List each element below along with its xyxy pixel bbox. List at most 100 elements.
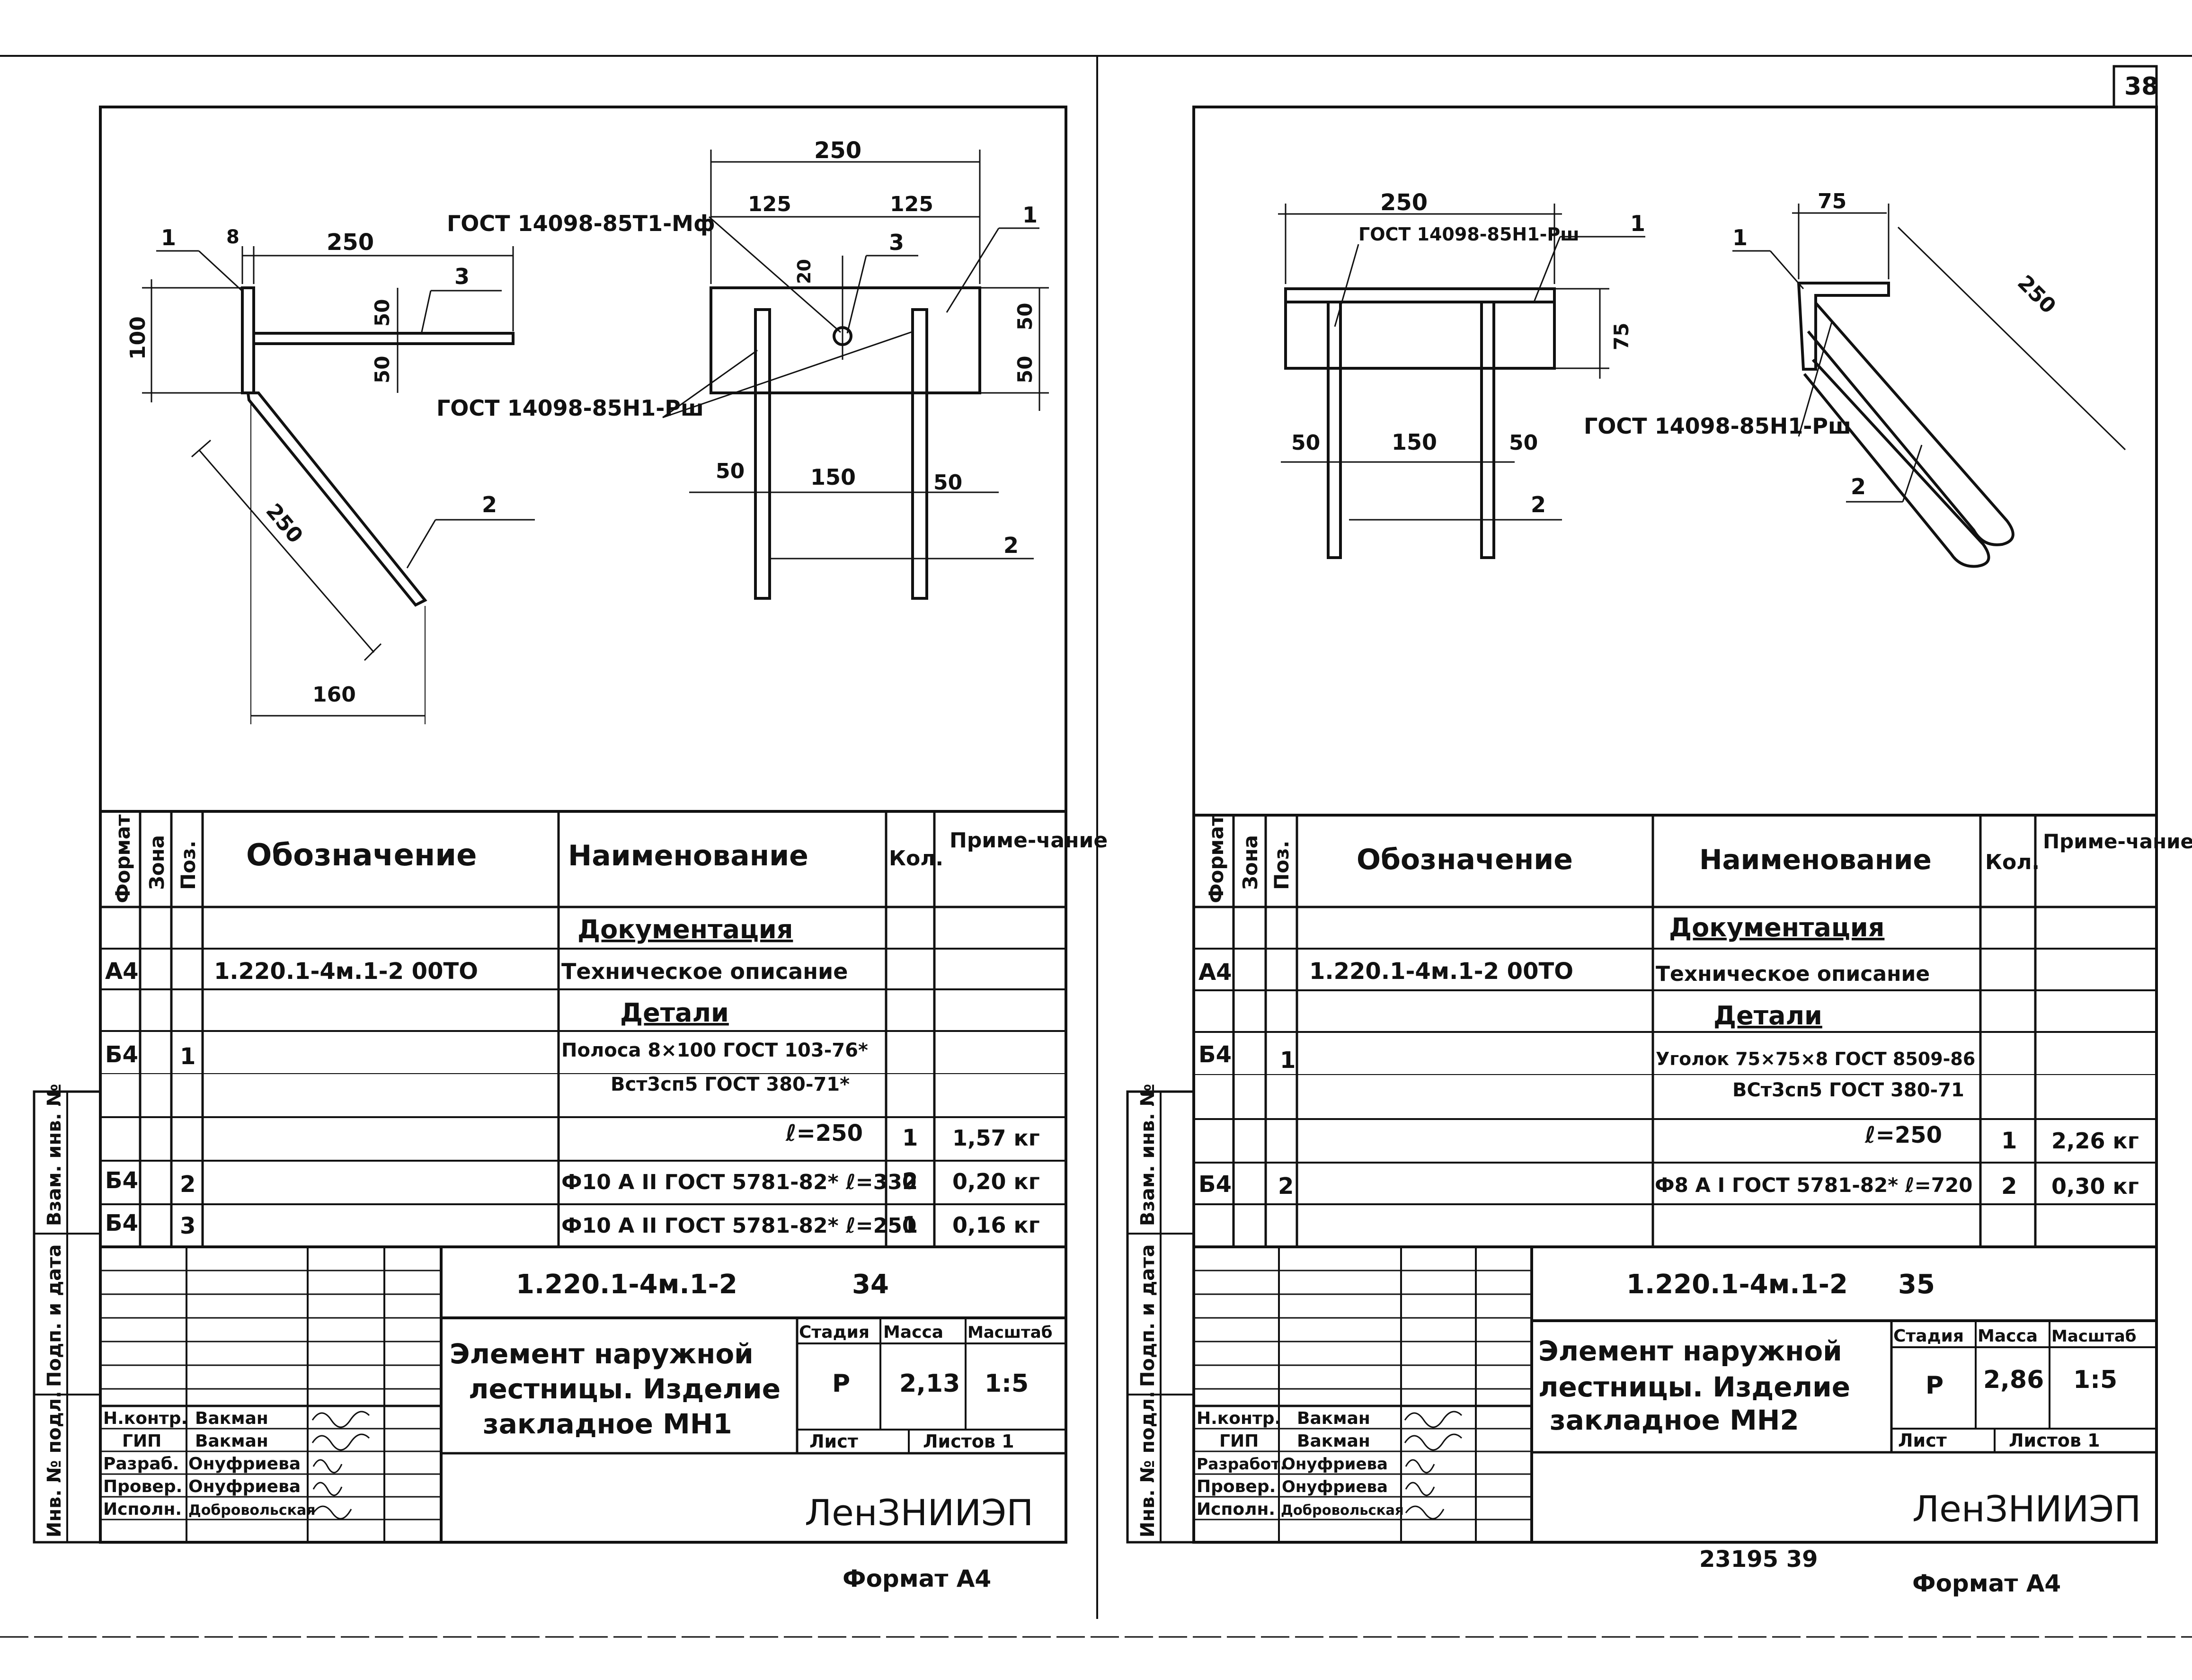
row4-note: 0,30 кг	[2051, 1173, 2139, 1199]
scale-label: Масштаб	[2051, 1327, 2136, 1346]
doc-code: 1.220.1-4м.1-2	[1626, 1269, 1848, 1300]
weld-note-top: ГОСТ 14098-85Н1-Рш	[1358, 224, 1580, 245]
weld-note-top: ГОСТ 14098-85Т1-Мф	[447, 211, 715, 236]
row4-qty: 2	[2001, 1173, 2017, 1200]
signature	[1404, 1433, 1463, 1451]
signature	[311, 1433, 370, 1451]
staff2-role: Разраб.	[103, 1454, 179, 1474]
sec-details: Детали	[1713, 1001, 1822, 1031]
hdr-pos: Поз.	[177, 841, 200, 890]
dim-8: 8	[226, 226, 240, 248]
weld-note-bottom: ГОСТ 14098-85Н1-Рш	[436, 395, 704, 421]
row5-qty: 1	[902, 1212, 918, 1238]
callout-1-front: 1	[1022, 202, 1038, 228]
angle-section	[1797, 282, 1890, 371]
staff2-name: Онуфриева	[188, 1454, 301, 1474]
dim-125b: 125	[890, 192, 933, 216]
stage-value: Р	[832, 1369, 850, 1398]
org-name: ЛенЗНИИЭП	[805, 1492, 1033, 1534]
bar-loop	[1807, 302, 2015, 546]
row0-designation: 1.220.1-4м.1-2 00ТО	[214, 958, 478, 985]
dim-50-bot-a: 50	[716, 459, 745, 483]
title-line-1: Элемент наружной	[1538, 1335, 1842, 1367]
doc-sheet: 35	[1898, 1269, 1935, 1300]
hdr-qty: Кол.	[889, 846, 943, 871]
bar-pos3	[252, 332, 515, 345]
row1-format: Б4	[105, 1041, 138, 1068]
signature	[1405, 1505, 1445, 1520]
signature	[312, 1459, 343, 1474]
side-label-inv: Инв. № подл.	[1137, 1391, 1159, 1538]
row2-name: ВСт3сп5 ГОСТ 380-71	[1732, 1079, 1964, 1101]
left-sheet: Инв. № подл. Подп. и дата Взам. инв. № 1…	[33, 106, 1108, 1592]
dim-50-b: 50	[1509, 431, 1538, 455]
row4-name: Ф10 А II ГОСТ 5781-82* ℓ=330	[561, 1170, 916, 1194]
lists-label: Листов 1	[2009, 1430, 2100, 1451]
staff1-role: ГИП	[1219, 1431, 1259, 1451]
right-front-view: 250 75 50 150 50 2 1 ГОСТ 14098-85Н1-Рш	[1278, 189, 1645, 559]
hdr-zone: Зона	[145, 835, 169, 890]
org-name: ЛенЗНИИЭП	[1912, 1488, 2141, 1530]
doc-sheet: 34	[852, 1269, 889, 1300]
signature	[312, 1505, 352, 1520]
side-label-inv: Инв. № подл.	[44, 1391, 65, 1538]
hdr-qty: Кол.	[1985, 850, 2040, 874]
row0-format: А4	[1198, 959, 1232, 986]
list-label: Лист	[809, 1431, 858, 1452]
row1-pos: 1	[1280, 1047, 1296, 1074]
sheet-number-box	[2112, 65, 2158, 108]
staff3-name: Онуфриева	[188, 1477, 301, 1496]
hdr-format: Формат	[1205, 814, 1228, 903]
signature	[312, 1482, 343, 1496]
row3-name: ℓ=250	[785, 1120, 863, 1147]
angle-flange	[1284, 287, 1556, 303]
sheet-number: 38	[2124, 72, 2158, 101]
hdr-note: Приме-чание	[2043, 830, 2192, 853]
staff0-name: Вакман	[1297, 1409, 1370, 1428]
bar-loop-2	[1803, 358, 1990, 568]
staff4-name: Добровольская	[1281, 1502, 1404, 1518]
hdr-zone: Зона	[1239, 835, 1262, 890]
bar-pos2	[246, 391, 427, 607]
staff0-role: Н.контр.	[103, 1409, 187, 1428]
title-line-2: лестницы. Изделие	[1538, 1371, 1850, 1403]
dim-75-side: 75	[1818, 189, 1846, 213]
hdr-name: Наименование	[568, 839, 808, 872]
left-front-view: 250 125 125 20 50 50 50 150 50 1 3 2	[436, 137, 1049, 600]
dim-50-a: 50	[1291, 431, 1320, 455]
signature	[1404, 1411, 1463, 1428]
signature	[311, 1411, 370, 1428]
callout-2-side: 2	[1851, 474, 1866, 499]
staff0-role: Н.контр.	[1197, 1409, 1281, 1428]
staff4-role: Исполн.	[103, 1500, 182, 1519]
callout-1-side: 1	[161, 225, 176, 250]
row1-format: Б4	[1198, 1041, 1232, 1068]
plate-pos1	[241, 286, 255, 394]
dim-250-diag: 250	[261, 499, 308, 548]
callout-2-front: 2	[1003, 533, 1019, 558]
staff1-name: Вакман	[195, 1431, 268, 1451]
stage-label: Стадия	[799, 1323, 870, 1342]
staff4-role: Исполн.	[1197, 1500, 1275, 1519]
bar-front-right	[911, 308, 928, 600]
right-title-block: Н.контр. Вакман ГИП Вакман Разработ. Ону…	[1192, 1245, 2158, 1544]
hdr-note: Приме-чание	[950, 828, 1108, 853]
staff2-role: Разработ.	[1197, 1455, 1286, 1473]
signature	[1405, 1482, 1435, 1496]
row0-designation: 1.220.1-4м.1-2 00ТО	[1309, 958, 1573, 985]
dim-250-top: 250	[327, 229, 374, 256]
doc-code: 1.220.1-4м.1-2	[516, 1269, 737, 1300]
staff1-name: Вакман	[1297, 1431, 1370, 1451]
row5-format: Б4	[105, 1210, 138, 1236]
title-line-3: закладное МН1	[483, 1408, 732, 1440]
side-label-replace: Взам. инв. №	[44, 1084, 65, 1226]
row0-name: Техническое описание	[1656, 962, 1930, 986]
dim-125a: 125	[748, 192, 791, 216]
dim-50a: 50	[371, 299, 394, 327]
row3-name: ℓ=250	[1864, 1122, 1942, 1148]
row0-format: А4	[105, 958, 139, 985]
staff3-role: Провер.	[1197, 1477, 1276, 1496]
left-spec-table: Формат Зона Поз. Обозначение Наименовани…	[99, 810, 1108, 1248]
row4-qty: 2	[902, 1168, 918, 1195]
